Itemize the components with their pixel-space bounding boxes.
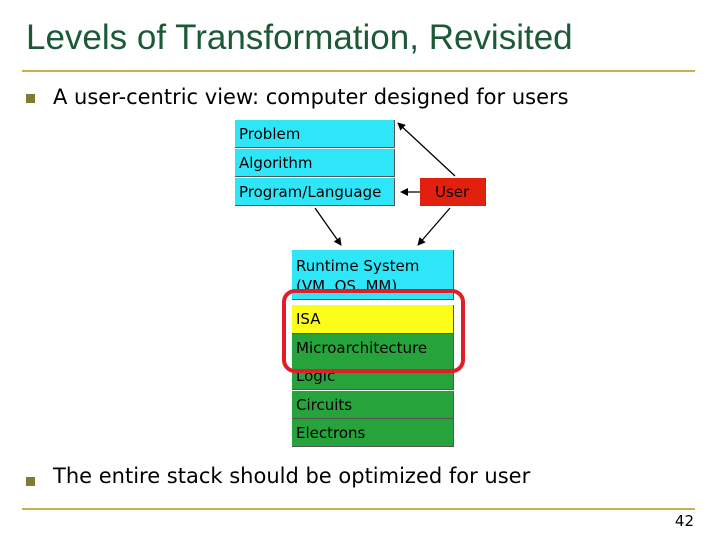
problem-box: Problem <box>235 120 395 148</box>
bullet-square-icon <box>26 94 35 103</box>
isa-box: ISA <box>292 305 454 334</box>
title-underline <box>22 70 695 72</box>
slide-title: Levels of Transformation, Revisited <box>26 18 573 57</box>
page-number: 42 <box>674 512 694 530</box>
program-language-box: Program/Language <box>235 178 395 206</box>
algorithm-box: Algorithm <box>235 149 395 177</box>
circuits-box: Circuits <box>292 391 454 419</box>
microarchitecture-box: Microarchitecture <box>292 334 454 363</box>
footer-rule <box>22 508 695 510</box>
arrow-user-to-problem <box>397 122 456 177</box>
runtime-system-label: Runtime System <box>296 257 420 275</box>
arrow-user-to-runtime <box>417 207 451 246</box>
bullet-text-1: A user-centric view: computer designed f… <box>53 85 569 109</box>
bullet-square-icon <box>26 477 35 486</box>
isa-microarchitecture-highlight <box>282 289 465 373</box>
arrow-program-to-runtime <box>314 207 342 246</box>
logic-box: Logic <box>292 362 454 390</box>
electrons-box: Electrons <box>292 419 454 447</box>
user-box: User <box>420 178 486 206</box>
bullet-text-2: The entire stack should be optimized for… <box>53 464 531 488</box>
